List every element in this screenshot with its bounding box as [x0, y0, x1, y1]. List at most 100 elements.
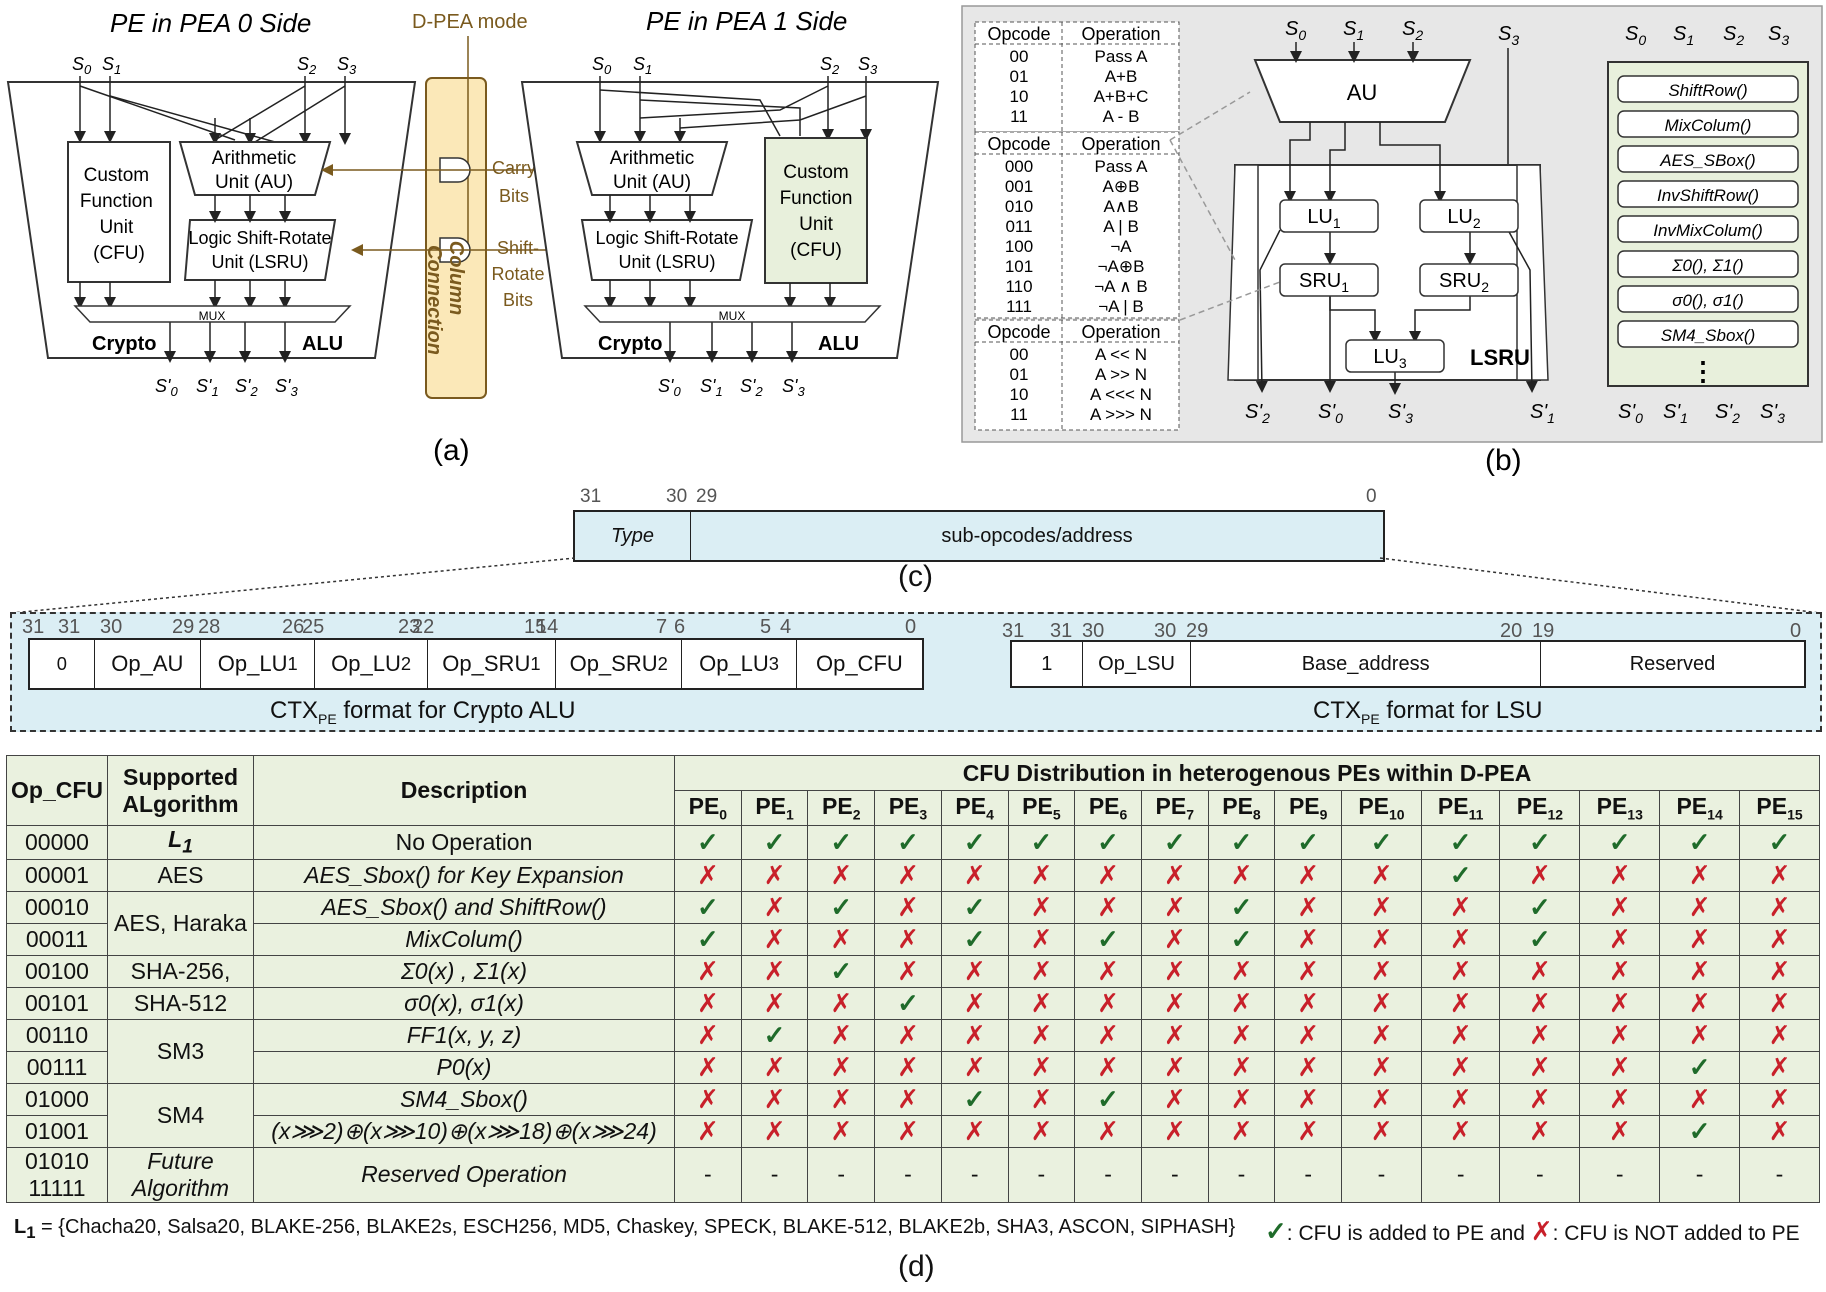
sru1-label: SRU1 [1299, 270, 1349, 295]
cross-icon: ✗ [1528, 1115, 1551, 1146]
cross-icon: ✗ [1097, 1019, 1119, 1050]
cross-icon: ✗ [1530, 1216, 1553, 1246]
operation-cell: Pass A [1095, 47, 1149, 66]
cross-icon: ✗ [1449, 1051, 1472, 1082]
ctx-crypto-caption: CTXPE format for Crypto ALU [270, 697, 576, 727]
cross-icon: ✗ [1768, 955, 1791, 986]
cross-icon: ✗ [1449, 1083, 1472, 1114]
cross-icon: ✗ [963, 859, 986, 890]
check-icon: ✓ [1449, 859, 1472, 890]
cross-icon: ✗ [897, 923, 919, 954]
cross-icon: ✗ [1449, 987, 1472, 1018]
cross-icon: ✗ [763, 987, 786, 1018]
ctx-bit: 31 [1050, 620, 1073, 642]
cfu-func: MixColum() [1665, 116, 1752, 135]
check-icon: ✓ [1097, 923, 1119, 954]
opcode-cell: 001 [1005, 177, 1033, 196]
cross-icon: ✗ [1030, 1051, 1053, 1082]
cross-icon: ✗ [1163, 891, 1186, 922]
type-field: Type [575, 512, 691, 560]
check-icon: ✓ [1230, 923, 1253, 954]
cross-icon: ✗ [1297, 1019, 1320, 1050]
left-title: PE in PEA 0 Side [110, 8, 311, 38]
ctx-bit: 22 [412, 616, 435, 638]
cross-icon: ✗ [1608, 1115, 1631, 1146]
opcode-cell: 00 [1010, 47, 1029, 66]
caption-d: (d) [898, 1250, 935, 1283]
operation-cell: A+B+C [1094, 87, 1149, 106]
ctx-bit: 4 [780, 616, 792, 638]
cross-icon: ✗ [1230, 1019, 1253, 1050]
cross-icon: ✗ [963, 1051, 986, 1082]
cross-icon: ✗ [696, 987, 719, 1018]
ctx-field: 0 [30, 640, 95, 688]
check-icon: ✓ [830, 955, 853, 986]
svg-text:Crypto: Crypto [92, 333, 156, 355]
cross-icon: ✗ [1230, 1083, 1253, 1114]
cross-icon: ✗ [1163, 1115, 1186, 1146]
cross-icon: ✗ [963, 987, 986, 1018]
opcode-cell: 10 [1010, 385, 1029, 404]
ctx-bit: 26 [282, 616, 305, 638]
check-icon: ✓ [1030, 826, 1053, 857]
cross-icon: ✗ [1230, 1115, 1253, 1146]
cross-icon: ✗ [1768, 923, 1791, 954]
svg-text:S'1: S'1 [196, 376, 219, 399]
opcode-cell: 11 [1010, 405, 1028, 424]
svg-text:S'1: S'1 [700, 376, 723, 399]
cross-icon: ✗ [1449, 891, 1472, 922]
bit-30: 30 [666, 486, 688, 507]
cross-icon: ✗ [1370, 1019, 1393, 1050]
check-icon: ✓ [897, 826, 919, 857]
cross-icon: ✗ [1097, 859, 1119, 890]
operation-head: Operation [1081, 134, 1160, 154]
cross-icon: ✗ [830, 923, 853, 954]
svg-text:S'0: S'0 [155, 376, 178, 399]
opcode-cell: 10 [1010, 87, 1029, 106]
cross-icon: ✗ [1297, 859, 1320, 890]
svg-text:D-PEA mode: D-PEA mode [412, 11, 528, 33]
check-icon: ✓ [1297, 826, 1320, 857]
cross-icon: ✗ [1370, 955, 1393, 986]
table-row: 01001(x⋙2)⊕(x⋙10)⊕(x⋙18)⊕(x⋙24)✗✗✗✗✗✗✗✗✗… [6, 1114, 1820, 1148]
cross-icon: ✗ [1449, 1115, 1472, 1146]
cross-icon: ✗ [1297, 1083, 1320, 1114]
cross-icon: ✗ [763, 923, 786, 954]
cross-icon: ✗ [1608, 1019, 1631, 1050]
opcode-head: Opcode [987, 24, 1050, 44]
cross-icon: ✗ [1528, 1019, 1551, 1050]
ctx-bit: 0 [1790, 620, 1802, 642]
cross-icon: ✗ [696, 1115, 719, 1146]
ctx-bit: 20 [1500, 620, 1523, 642]
ctx-bit: 0 [905, 616, 917, 638]
cross-icon: ✗ [1297, 987, 1320, 1018]
ctx-bit: 30 [1154, 620, 1177, 642]
operation-cell: A∧B [1103, 197, 1138, 216]
ctx-field: Op_CFU [815, 651, 903, 676]
check-icon: ✓ [1768, 826, 1791, 857]
caption-c: (c) [898, 560, 933, 593]
check-icon: ✓ [1528, 891, 1551, 922]
check-icon: ✓ [963, 923, 986, 954]
cross-icon: ✗ [1297, 1051, 1320, 1082]
cross-icon: ✗ [1768, 891, 1791, 922]
ctx-bit: 15 [524, 616, 547, 638]
opcode-cell: 100 [1005, 237, 1033, 256]
cross-icon: ✗ [1163, 923, 1186, 954]
check-icon: ✓ [696, 923, 719, 954]
ctx-field: Op_AU [95, 640, 202, 688]
opcode-cell: 11 [1010, 107, 1028, 126]
bit-0: 0 [1366, 486, 1377, 507]
ctx-bit: 25 [302, 616, 325, 638]
cross-icon: ✗ [897, 1115, 919, 1146]
cross-icon: ✗ [1449, 923, 1472, 954]
check-icon: ✓ [963, 891, 986, 922]
cross-icon: ✗ [1297, 1115, 1320, 1146]
footnote: L1 = {Chacha20, Salsa20, BLAKE-256, BLAK… [14, 1216, 1236, 1242]
